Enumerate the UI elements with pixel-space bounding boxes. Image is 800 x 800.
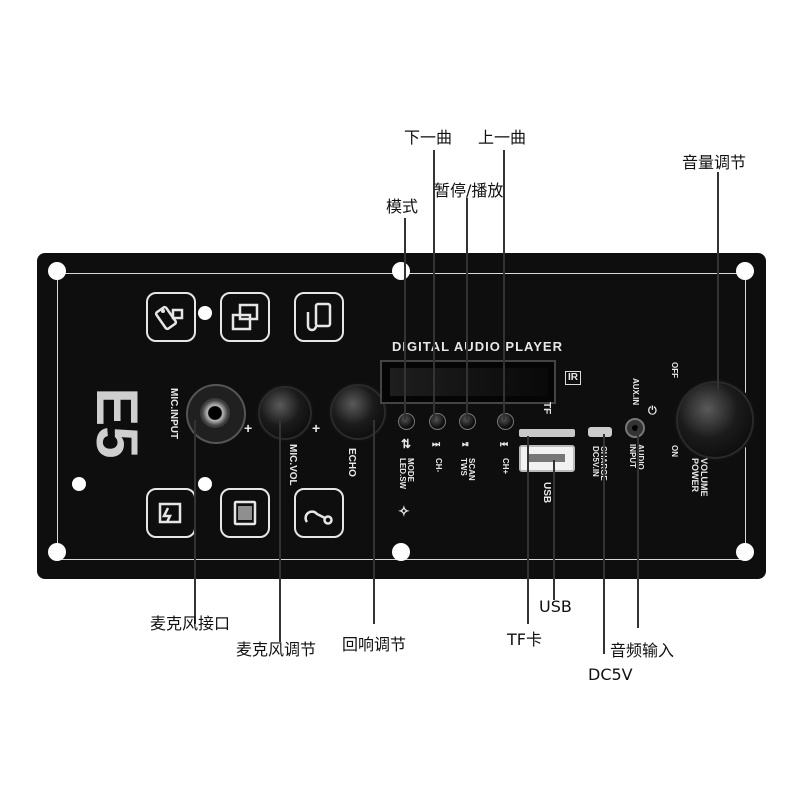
card-icon [220, 488, 270, 538]
callout-line-volume [717, 172, 719, 396]
callout-tf-card: TF卡 [507, 630, 542, 649]
volume-power-knob[interactable] [676, 381, 754, 459]
callout-prev: 上一曲 [478, 128, 527, 147]
charge-label: CHARGE DC5V.IN [591, 446, 608, 481]
phone-connect-icon [294, 292, 344, 342]
mount-hole-small [72, 477, 86, 491]
usb-mode-icon [146, 292, 196, 342]
callout-play-pause: 暂停/播放 [434, 181, 504, 200]
mic-vol-knob[interactable] [258, 386, 312, 440]
mount-hole [48, 543, 66, 561]
callout-line-next [433, 150, 435, 420]
tf-card-slot[interactable] [519, 429, 575, 437]
echo-knob[interactable] [330, 384, 386, 440]
mic-vol-plus: + [244, 420, 253, 436]
power-icon: ⏻ [648, 405, 657, 417]
mount-hole [736, 262, 754, 280]
play-pause-icon: ⏯ [462, 439, 470, 449]
callout-line-mic-adjust [279, 420, 281, 642]
callout-echo: 回响调节 [342, 635, 407, 654]
ch-plus-label: CH+ [501, 458, 510, 475]
echo-plus: + [312, 420, 321, 436]
callout-line-mic-jack [194, 420, 196, 624]
callout-dc5v: DC5V [588, 665, 633, 684]
next-button[interactable] [429, 413, 446, 430]
callout-next: 下一曲 [404, 128, 453, 147]
callout-line-mode [404, 218, 406, 420]
mount-hole-small [198, 306, 212, 320]
callout-line-prev [503, 150, 505, 420]
mount-hole [736, 543, 754, 561]
volume-label: VOLUME POWER [690, 458, 709, 497]
echo-label: ECHO [346, 448, 357, 477]
mode-label: MODE LED.SW [398, 458, 415, 490]
callout-mic-jack: 麦克风接口 [150, 614, 231, 633]
callout-mode: 模式 [386, 197, 419, 216]
player-title: DIGITAL AUDIO PLAYER [392, 339, 563, 354]
callout-line-usb [553, 460, 555, 600]
tf-label: TF [541, 402, 552, 415]
mode-button[interactable] [398, 413, 415, 430]
mount-hole [392, 262, 410, 280]
prev-button[interactable] [497, 413, 514, 430]
battery-icon [146, 488, 196, 538]
callout-mic-adjust: 麦克风调节 [236, 640, 317, 659]
mode-switch-icon: ⇅ [401, 437, 412, 451]
play-pause-button[interactable] [459, 413, 476, 430]
callout-line-dc5v [603, 434, 605, 654]
mic-vol-label: MIC.VOL [287, 444, 298, 486]
callout-line-play-pause [466, 198, 468, 420]
callout-line-echo [373, 420, 375, 624]
dc5v-charge-port[interactable] [588, 427, 612, 437]
lcd-display [380, 360, 556, 404]
model-label: E5 [84, 387, 149, 459]
off-label: OFF [670, 362, 679, 378]
aux-input-jack[interactable] [625, 418, 645, 438]
microphone-icon [294, 488, 344, 538]
aux-in-label: AUX.IN [631, 378, 640, 406]
mic-input-label: MIC.INPUT [168, 388, 179, 440]
callout-usb: USB [539, 597, 572, 616]
mount-hole [48, 262, 66, 280]
ch-minus-label: CH- [434, 458, 443, 473]
mount-hole [392, 543, 410, 561]
callout-audio-input: 音频输入 [610, 641, 675, 660]
callout-line-audio-input [637, 428, 639, 628]
callout-line-tf [527, 436, 529, 624]
mount-hole-small [198, 477, 212, 491]
skip-back-icon: ⏮ [500, 439, 509, 449]
light-icon: ✧ [398, 503, 410, 519]
scan-label: SCAN TWS [459, 458, 476, 481]
on-label: ON [670, 445, 679, 457]
ir-label: IR [565, 371, 581, 385]
skip-forward-icon: ⏭ [432, 439, 441, 449]
mic-input-jack[interactable] [186, 384, 246, 444]
callout-volume: 音量调节 [682, 153, 747, 172]
usb-label: USB [541, 482, 552, 504]
screen-mode-icon [220, 292, 270, 342]
audio-input-label: AUDIO INPUT [628, 444, 645, 470]
